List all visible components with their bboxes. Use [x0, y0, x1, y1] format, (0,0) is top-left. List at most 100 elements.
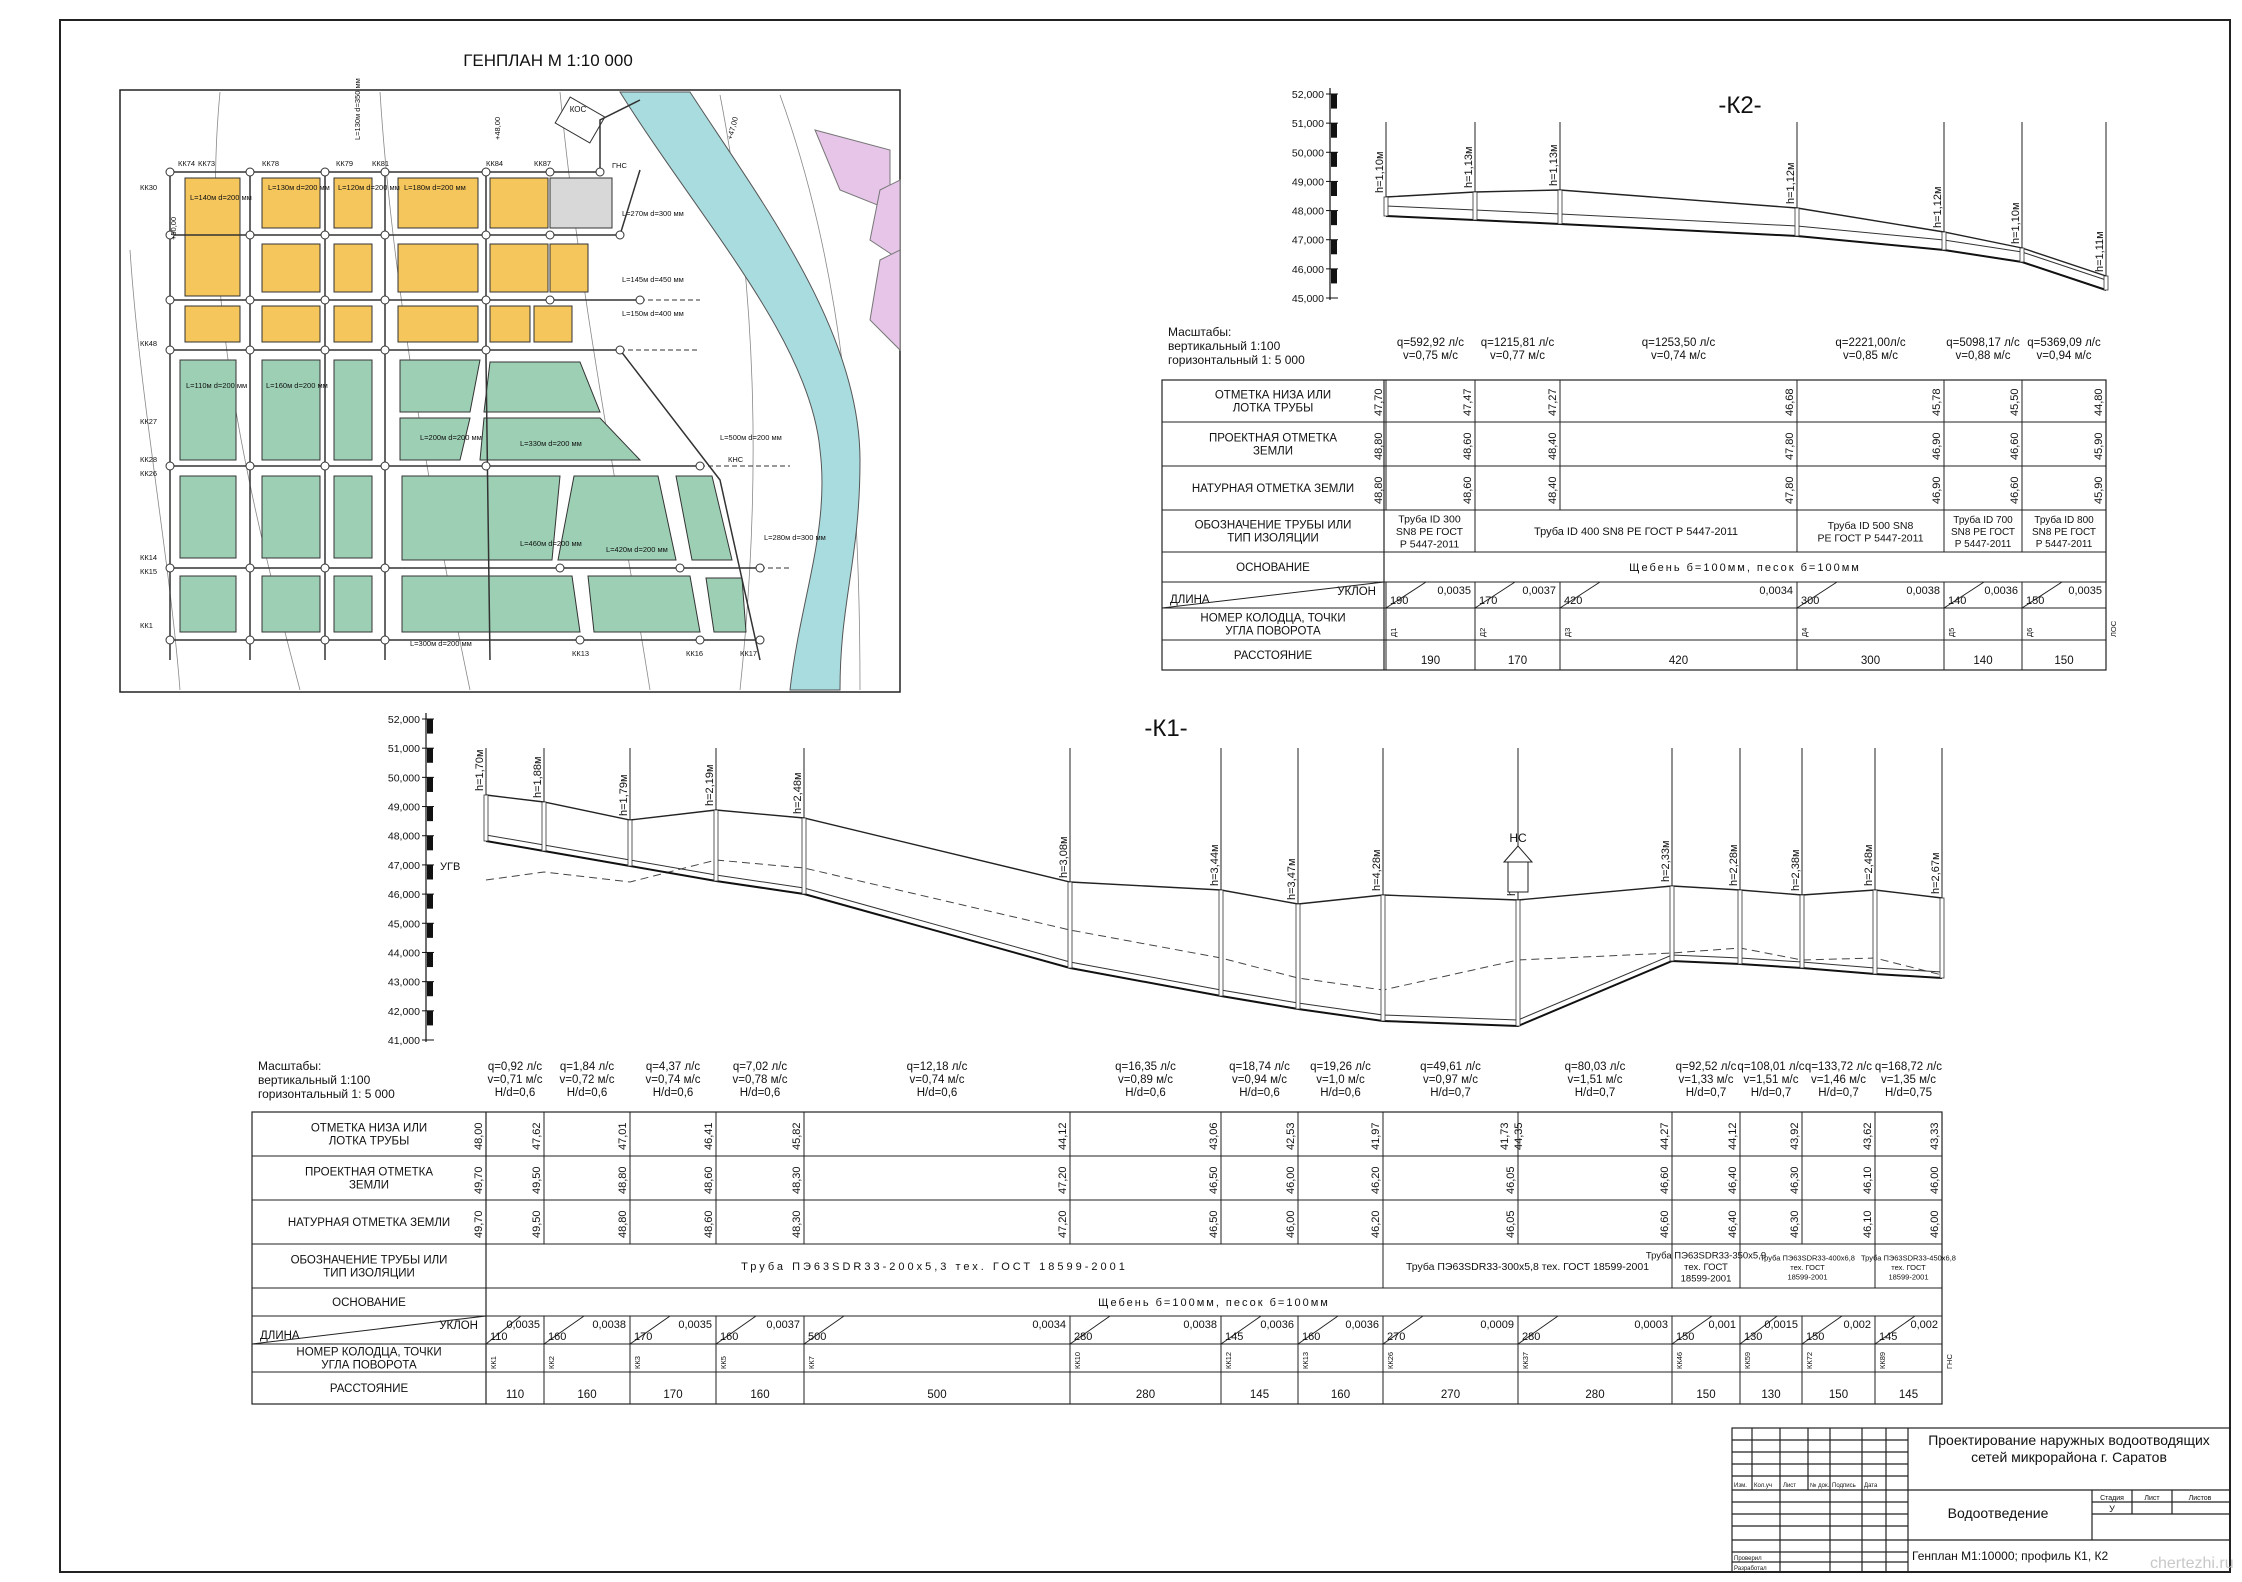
slope-diagonal: [1474, 581, 1516, 609]
genplan-label: КК78: [262, 159, 279, 168]
well-shaft: [1794, 207, 1800, 237]
ruler-block: [427, 719, 433, 734]
row-header: ПРОЕКТНАЯ ОТМЕТКА: [305, 1167, 433, 1179]
table-value: 48,30: [791, 1210, 803, 1238]
kos-building: [554, 96, 606, 144]
flow-value: q=0,92 л/с: [488, 1061, 543, 1073]
table-value: 46,68: [1784, 388, 1796, 416]
slope-diagonal: [629, 1315, 671, 1345]
ruler-tick-label: 47,000: [388, 860, 420, 872]
stamp-stage-value: У: [2109, 1504, 2115, 1514]
genplan-label: КНС: [728, 455, 744, 464]
flow-value: q=49,61 л/с: [1420, 1061, 1481, 1073]
ruler-tick-label: 52,000: [388, 714, 420, 726]
genplan-label: КК87: [534, 159, 551, 168]
depth-label: h=2,33м: [1660, 840, 1672, 882]
flow-value: v=0,78 м/с: [733, 1074, 788, 1086]
k2-scale-vertical: вертикальный 1:100: [1168, 339, 1281, 353]
ruler-tick-label: 46,000: [388, 889, 420, 901]
table-value: 46,30: [1789, 1166, 1801, 1194]
well-number: КК7: [807, 1356, 816, 1369]
depth-label: h=1,10м: [1374, 151, 1386, 193]
ruler-block: [427, 952, 433, 968]
pipe-label: SN8 PE ГОСТ: [2032, 527, 2096, 538]
genplan-label: КК84: [486, 159, 503, 168]
ruler-block: [427, 835, 433, 851]
pump-station-icon: [1507, 861, 1529, 893]
yellow-blocks: [184, 177, 589, 343]
table-value: 46,30: [1789, 1210, 1801, 1238]
slope-diagonal: [543, 1315, 585, 1345]
k1-scale-vertical: вертикальный 1:100: [258, 1073, 371, 1087]
well-shaft: [1383, 196, 1389, 217]
well-number: КК2: [547, 1356, 556, 1369]
ruler-block: [1331, 152, 1337, 167]
flow-value: H/d=0,6: [567, 1087, 608, 1099]
pipe-label: тех. ГОСТ: [1684, 1262, 1728, 1273]
genplan-label: КК1: [140, 621, 153, 630]
table-value: 46,41: [703, 1122, 715, 1150]
pipe-label: Р 5447-2011: [1955, 539, 2012, 550]
flow-value: q=5098,17 л/с: [1946, 337, 2020, 349]
well-number: КК72: [1805, 1352, 1814, 1369]
distance-value: 150: [2054, 655, 2073, 667]
table-value: 46,00: [1285, 1166, 1297, 1194]
slope-diagonal: [1943, 581, 1985, 609]
flow-value: H/d=0,6: [1320, 1087, 1361, 1099]
length-value: 160: [548, 1331, 566, 1343]
flow-value: H/d=0,6: [1239, 1087, 1280, 1099]
slope-value: 0,0037: [766, 1319, 800, 1331]
well-number: КК10: [1073, 1352, 1082, 1369]
genplan-label: ГНС: [612, 161, 627, 170]
depth-label: h=2,67м: [1930, 852, 1942, 894]
length-value: 150: [1806, 1331, 1824, 1343]
row-header: РАССТОЯНИЕ: [330, 1383, 409, 1395]
row-header: ОТМЕТКА НИЗА ИЛИ: [1215, 390, 1331, 402]
table-value: 45,50: [2009, 388, 2021, 416]
flow-value: v=0,74 м/с: [646, 1074, 701, 1086]
flow-value: v=0,72 м/с: [560, 1074, 615, 1086]
length-value: 130: [1744, 1331, 1762, 1343]
well-number: КК37: [1521, 1352, 1530, 1369]
length-value: 140: [1948, 595, 1966, 607]
flow-value: v=1,0 м/с: [1316, 1074, 1365, 1086]
depth-label: h=1,11м: [2094, 231, 2106, 272]
pipe-label: Р 5447-2011: [1400, 539, 1460, 551]
genplan-label: L=460м d=200 мм: [520, 539, 582, 548]
well-shaft: [541, 801, 547, 852]
green-blocks: [179, 359, 747, 633]
depth-label: h=1,13м: [1548, 144, 1560, 186]
distance-value: 280: [1585, 1389, 1604, 1401]
genplan-label: КК79: [336, 159, 353, 168]
ruler-block: [1331, 268, 1337, 284]
flow-value: v=0,74 м/с: [910, 1074, 965, 1086]
pipe-label: Труба ПЭ63SDR33-300х5,8 тех. ГОСТ 18599-…: [1406, 1261, 1649, 1273]
ruler-tick-label: 41,000: [388, 1035, 420, 1047]
depth-label: h=1,79м: [618, 774, 630, 816]
row-header: ПРОЕКТНАЯ ОТМЕТКА: [1209, 433, 1337, 445]
slope-value: 0,0037: [1522, 585, 1556, 597]
header-diagonal: [1161, 581, 1385, 609]
stamp-col-podpis: Подпись: [1832, 1483, 1856, 1489]
ruler-block: [427, 894, 433, 909]
well-shaft: [1515, 899, 1521, 1027]
genplan-label: L=330м d=200 мм: [520, 439, 582, 448]
header-diagonal: [251, 1315, 487, 1345]
k2-elevation-ruler: 52,00051,00050,00049,00048,00047,00046,0…: [1292, 88, 1338, 305]
ruler-block: [1331, 181, 1337, 196]
flow-value: H/d=0,7: [1430, 1087, 1471, 1099]
distance-value: 270: [1441, 1389, 1460, 1401]
table-value: 49,50: [531, 1210, 543, 1238]
flow-value: v=0,94 м/с: [1232, 1074, 1287, 1086]
flow-value: q=5369,09 л/с: [2027, 337, 2101, 349]
table-value: 46,90: [1931, 476, 1943, 504]
pipe-label: тех. ГОСТ: [1891, 1263, 1926, 1272]
ruler-block: [427, 748, 433, 763]
flow-value: q=4,37 л/с: [646, 1061, 701, 1073]
depth-label: h=3,08м: [1058, 836, 1070, 878]
flow-value: q=592,92 л/с: [1397, 337, 1464, 349]
k1-ugv-label: УГВ: [440, 861, 460, 873]
flow-value: q=168,72 л/с: [1875, 1061, 1942, 1073]
table-value: 47,47: [1462, 388, 1474, 416]
distance-value: 130: [1761, 1389, 1780, 1401]
